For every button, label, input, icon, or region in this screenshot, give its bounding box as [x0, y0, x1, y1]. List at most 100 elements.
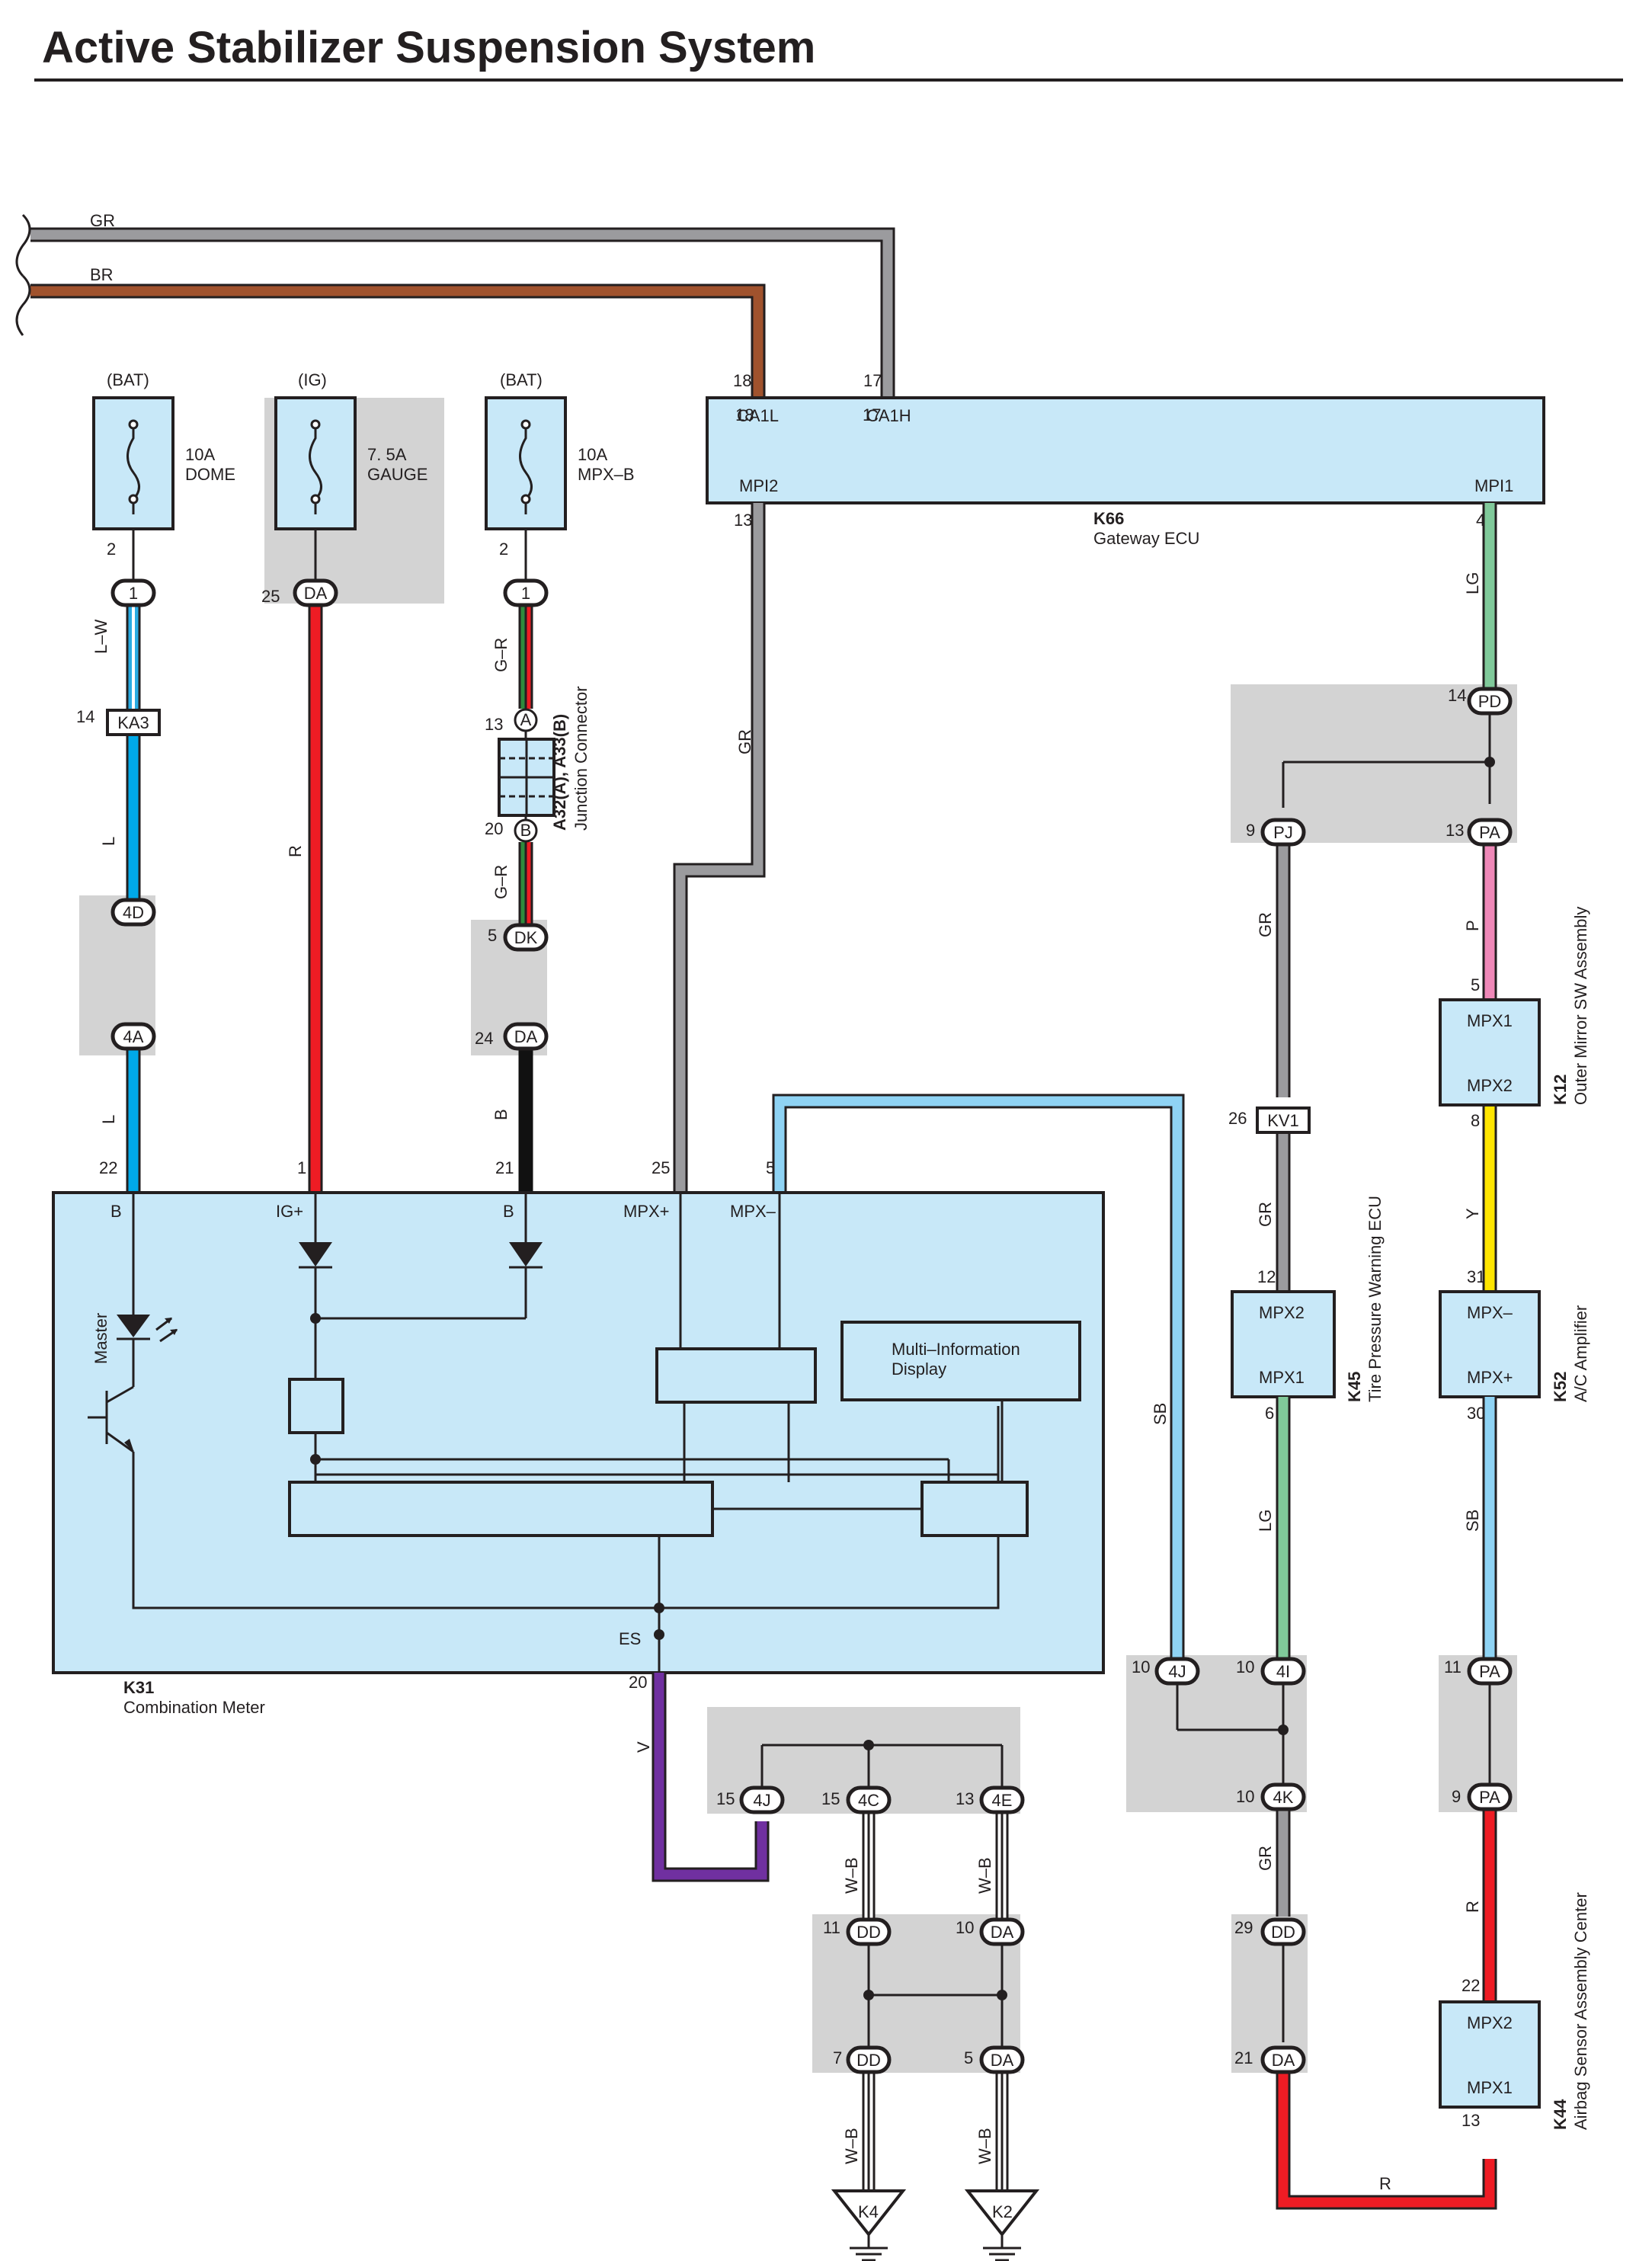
pin-name: 18 [735, 405, 754, 424]
connector-j4j10: 4J [1154, 1657, 1200, 1686]
junction-pin-label: B [520, 821, 532, 840]
pin-number: 15 [716, 1789, 735, 1808]
pin-name: MPX1 [1467, 1011, 1513, 1030]
connector-j4i: 4I [1260, 1657, 1306, 1686]
connector-dd11: DD [846, 1917, 892, 1946]
airbag-box [1439, 2000, 1541, 2109]
ground-circuit [652, 1673, 1040, 2261]
pin-name: B [503, 1202, 514, 1221]
airbag-name: Airbag Sensor Assembly Center [1571, 1892, 1590, 2130]
pin-number: 13 [956, 1789, 974, 1808]
connector-id: DA [1272, 2051, 1295, 2070]
gateway-pin-17: 17 [863, 371, 882, 390]
connector-id: DD [1271, 1923, 1295, 1942]
tire-code: K45 [1345, 1372, 1364, 1402]
connector-id: PD [1478, 692, 1502, 711]
connector-id: 1 [129, 584, 138, 603]
ground-label: K4 [858, 2202, 879, 2221]
pin-number: 21 [495, 1158, 514, 1177]
ac-name: A/C Amplifier [1571, 1305, 1590, 1402]
pin-number: 2 [499, 540, 508, 559]
gateway-name: Gateway ECU [1093, 529, 1199, 548]
pin-number: 13 [485, 715, 503, 734]
j4k-gr-wire [1276, 1808, 1497, 2210]
connector-da5: DA [979, 2045, 1025, 2074]
wire-color-label: LG [1463, 572, 1482, 594]
fuse-rating: 10A [185, 445, 215, 464]
pin-name: 17 [863, 405, 881, 424]
connector-id: 4K [1273, 1788, 1294, 1807]
connector-pd: PD [1467, 687, 1513, 716]
connector-id: DD [856, 1923, 881, 1942]
connector-id: DK [514, 928, 538, 947]
fuse-source: (IG) [298, 370, 327, 389]
pin-number: 5 [1471, 975, 1480, 994]
connector-pj: PJ [1260, 818, 1306, 847]
pin-number: 30 [1467, 1404, 1485, 1423]
pin-number: 13 [1462, 2111, 1480, 2130]
pin-number: 2 [107, 540, 116, 559]
wire-color-label: GR [90, 211, 115, 230]
connector-id: DD [856, 2051, 881, 2070]
gateway-code: K66 [1093, 509, 1124, 528]
wire-color-label: GR [1256, 1202, 1275, 1227]
pin-number: 11 [823, 1918, 840, 1937]
wire-color-label: BR [90, 265, 114, 284]
wire-color-label: R [1463, 1901, 1482, 1913]
connector-id: PA [1479, 1662, 1500, 1681]
pin-name: MPX1 [1259, 1368, 1305, 1387]
connector-id: 4D [123, 903, 144, 922]
connector-id: 4A [123, 1027, 144, 1046]
wire-color-label: GR [735, 729, 754, 754]
connector-id: DA [991, 2051, 1014, 2070]
connector-c4a: 4A [110, 1022, 156, 1051]
pin-name: MPX+ [1467, 1368, 1513, 1387]
connector-j4j15: 4J [739, 1785, 785, 1814]
wire-color-label: R [286, 845, 305, 857]
gateway-pin-ca1h: CA1H [866, 406, 911, 425]
fuse-gauge [274, 396, 357, 530]
connector-id: 1 [521, 584, 530, 603]
connector-id: 4J [753, 1791, 770, 1810]
pin-name: ES [619, 1629, 641, 1648]
connector-id: 4I [1276, 1662, 1290, 1681]
pin-number: 31 [1467, 1267, 1485, 1286]
mirror-name: Outer Mirror SW Assembly [1571, 907, 1590, 1105]
junction-pin-b [514, 818, 538, 843]
pin-number: 21 [1234, 2048, 1253, 2067]
pin-number: 5 [964, 2048, 973, 2067]
fuse-source: (BAT) [107, 370, 149, 389]
pin-number: 12 [1257, 1267, 1276, 1286]
connector-j4c: 4C [846, 1785, 892, 1814]
pin-number: 5 [488, 926, 497, 945]
wire-color-label: L–W [91, 620, 110, 654]
mid-line-2: Display [892, 1359, 946, 1379]
ac-code: K52 [1551, 1372, 1570, 1402]
pin-number: 14 [76, 707, 94, 726]
wire-color-label: L [99, 837, 118, 846]
wire-color-label: SB [1463, 1510, 1482, 1532]
connector-pa9: PA [1467, 1782, 1513, 1811]
connector-id: KV1 [1267, 1111, 1299, 1130]
ground-label: K2 [992, 2202, 1013, 2221]
mirror-code: K12 [1551, 1074, 1570, 1105]
wire-color-label: R [1379, 2174, 1391, 2193]
connector-dk: DK [503, 923, 549, 952]
wire-color-label: W–B [975, 2128, 994, 2164]
pin-number: 22 [99, 1158, 117, 1177]
pin-number: 29 [1234, 1918, 1253, 1937]
connector-c1a: 1 [110, 578, 156, 607]
pin-number: 10 [956, 1918, 974, 1937]
pin-number: 22 [1462, 1976, 1480, 1995]
combination-meter-box [52, 1191, 1105, 1674]
pin-number: 14 [1448, 686, 1466, 705]
junction-code: A32(A), A33(B) [550, 714, 569, 831]
connector-dd29: DD [1260, 1917, 1306, 1946]
pin-number: 5 [766, 1158, 775, 1177]
wire-color-label: G–R [491, 638, 511, 672]
connector-ka3: KA3 [106, 709, 161, 736]
wire-color-label: P [1463, 920, 1482, 931]
airbag-code: K44 [1551, 2099, 1570, 2130]
gateway-pin-mpi1: MPI1 [1474, 476, 1513, 495]
